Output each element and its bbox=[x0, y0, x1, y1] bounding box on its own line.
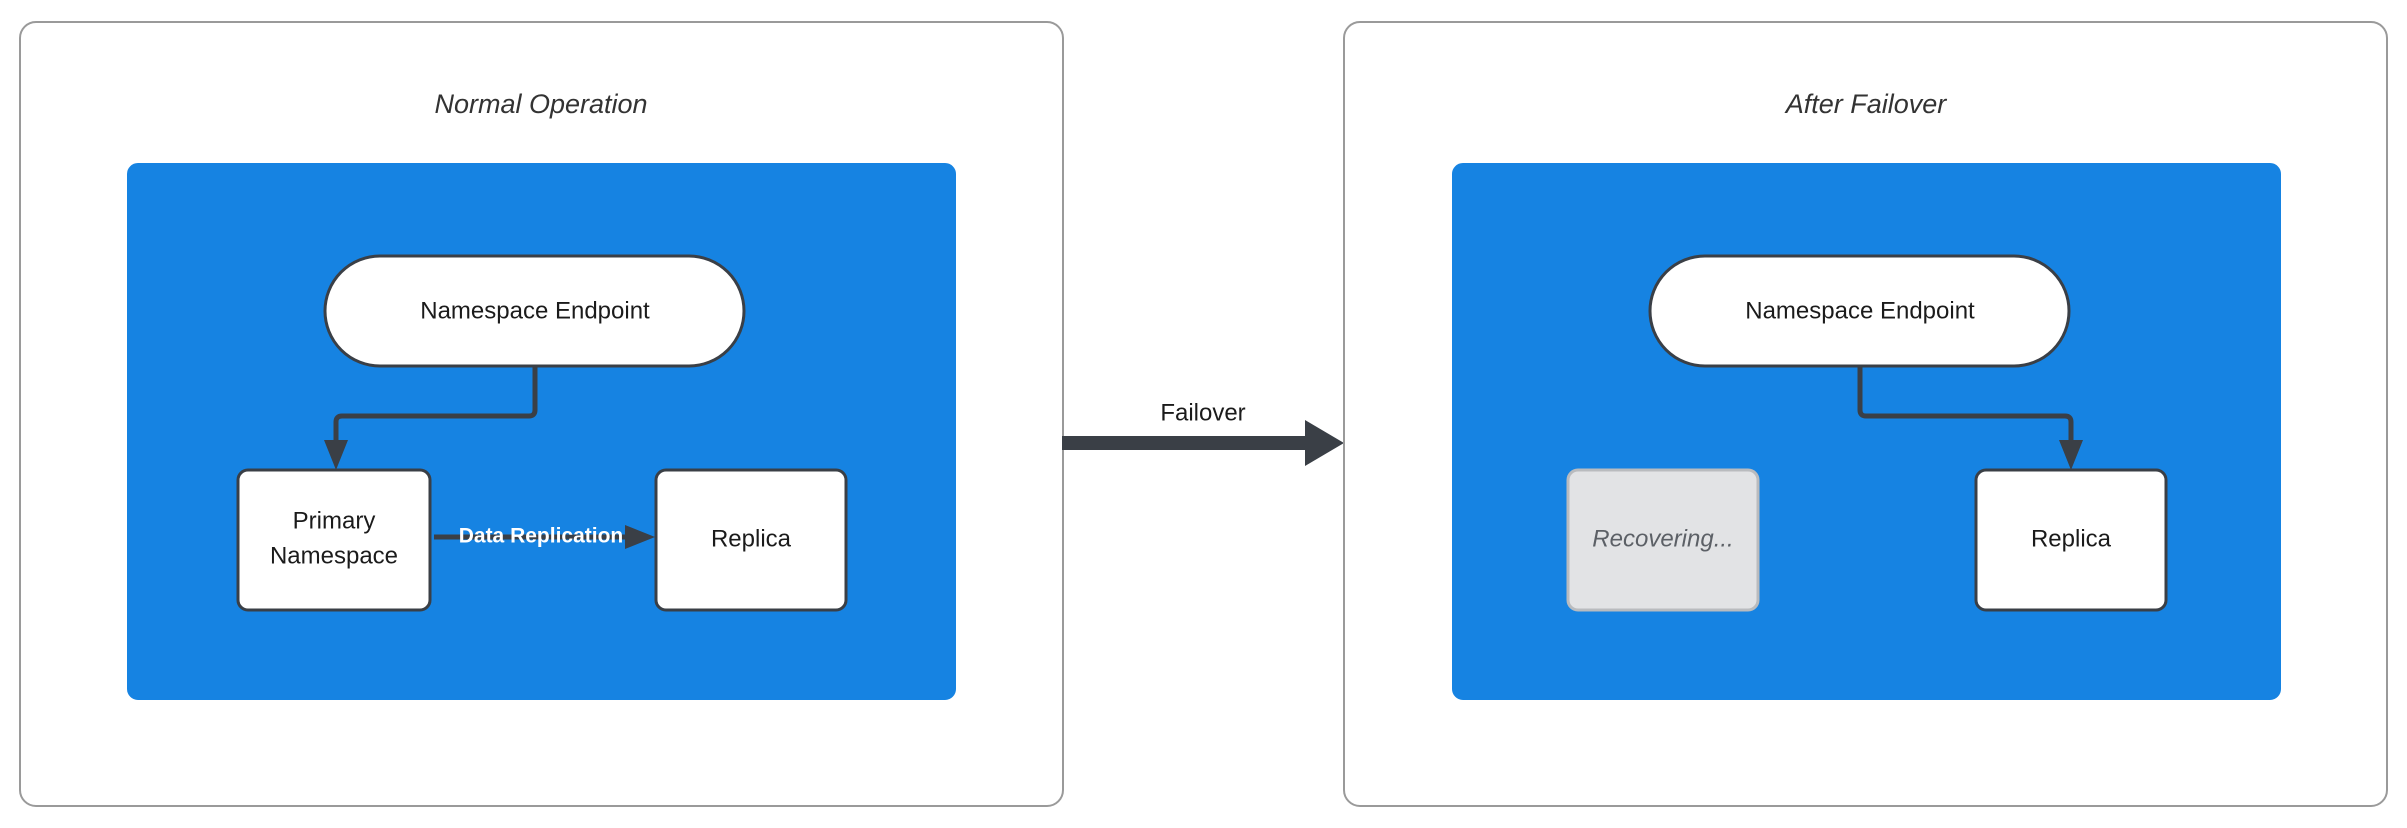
edge-data-replication: Data Replication bbox=[434, 525, 655, 549]
node-primary-namespace-shape bbox=[236, 468, 432, 612]
panel-after-failover-title: After Failover bbox=[1784, 89, 1948, 119]
edge-endpoint-to-replica-arrowhead bbox=[2059, 440, 2083, 470]
edge-endpoint-to-primary-line bbox=[333, 365, 538, 448]
node-namespace-endpoint-right[interactable]: Namespace Endpoint bbox=[1648, 254, 2071, 368]
failover-transition-arrowhead bbox=[1305, 420, 1344, 466]
edge-endpoint-to-primary-arrowhead bbox=[324, 440, 348, 470]
node-replica-right[interactable]: Replica bbox=[1974, 468, 2168, 612]
node-namespace-endpoint-right-label: Namespace Endpoint bbox=[1745, 297, 1975, 324]
node-namespace-endpoint-left-shape bbox=[323, 254, 746, 368]
node-replica-right-shape bbox=[1974, 468, 2168, 612]
panel-normal-operation: Normal Operation Namespace Endpoint Prim… bbox=[19, 21, 1064, 807]
node-namespace-endpoint-right-shape bbox=[1648, 254, 2071, 368]
node-namespace-endpoint-left-label: Namespace Endpoint bbox=[420, 297, 650, 324]
edge-data-replication-arrowhead bbox=[625, 525, 655, 549]
panel-normal-operation-title: Normal Operation bbox=[434, 89, 647, 119]
edge-data-replication-label: Data Replication bbox=[459, 525, 624, 548]
panel-after-failover: After Failover Namespace Endpoint Recove… bbox=[1343, 21, 2388, 807]
node-primary-namespace-label-line1: Primary bbox=[293, 507, 376, 534]
node-recovering-label: Recovering... bbox=[1592, 525, 1733, 552]
zone-after-failover bbox=[1452, 163, 2281, 700]
node-primary-namespace-label-line2: Namespace bbox=[270, 542, 398, 569]
node-replica-left-label: Replica bbox=[711, 525, 792, 552]
zone-normal-operation bbox=[127, 163, 956, 700]
node-replica-left-shape bbox=[654, 468, 848, 612]
node-primary-namespace[interactable]: Primary Namespace bbox=[236, 468, 432, 612]
node-recovering[interactable]: Recovering... bbox=[1566, 468, 1760, 612]
failover-transition-label: Failover bbox=[1160, 399, 1245, 426]
node-replica-right-label: Replica bbox=[2031, 525, 2112, 552]
edge-endpoint-to-replica-line bbox=[1857, 365, 2074, 448]
failover-transition-arrow: Failover bbox=[1062, 399, 1344, 466]
node-replica-left[interactable]: Replica bbox=[654, 468, 848, 612]
node-recovering-shape bbox=[1566, 468, 1760, 612]
node-namespace-endpoint-left[interactable]: Namespace Endpoint bbox=[323, 254, 746, 368]
